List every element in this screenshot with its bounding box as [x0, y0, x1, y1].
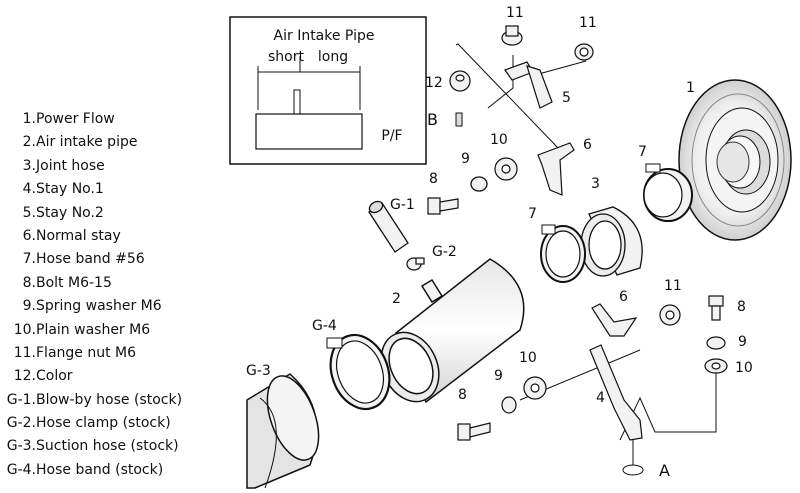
- plain-washer-lower: [523, 376, 547, 400]
- parts-legend: 1.Power Flow 2.Air intake pipe 3.Joint h…: [0, 108, 190, 482]
- callout-7-upper: 7: [638, 144, 647, 160]
- callout-10-lower: 10: [519, 350, 537, 366]
- callout-9-right: 9: [738, 334, 747, 350]
- flange-nut-right: [574, 43, 594, 61]
- flange-nut-lower: [659, 304, 681, 326]
- callout-10-right: 10: [735, 360, 753, 376]
- legend-item: 7.Hose band #56: [22, 251, 145, 268]
- callout-5: 5: [562, 90, 571, 106]
- inset-title: Air Intake Pipe: [274, 28, 375, 44]
- callout-10-upper: 10: [490, 132, 508, 148]
- callout-3: 3: [591, 176, 600, 192]
- blow-by-hose: [368, 200, 409, 253]
- spring-washer-lower: [501, 396, 517, 414]
- callout-12: 12: [425, 75, 443, 91]
- stay-no2: [504, 61, 553, 109]
- legend-item: 10.Plain washer M6: [13, 321, 151, 338]
- callout-2: 2: [392, 291, 401, 307]
- inset-short-label: short: [268, 49, 304, 65]
- callout-6-lower: 6: [619, 289, 628, 305]
- bolt-lower: [457, 422, 491, 441]
- plain-washer-right: [704, 358, 728, 374]
- callout-g1: G-1: [390, 197, 415, 213]
- callout-4: 4: [596, 390, 605, 406]
- callout-7-lower: 7: [528, 206, 537, 222]
- pipe-length-inset: Air Intake Pipe short long P/F: [229, 16, 427, 165]
- callout-8-lower: 8: [458, 387, 467, 403]
- legend-item: G-1.Blow-by hose (stock): [6, 391, 183, 408]
- legend-item: 1.Power Flow: [22, 111, 115, 127]
- collar: [449, 70, 471, 92]
- legend-item: G-3.Suction hose (stock): [6, 438, 179, 455]
- plain-washer-upper: [494, 157, 518, 181]
- bolt-upper: [427, 197, 459, 215]
- legend-item: G-4.Hose band (stock): [6, 461, 164, 478]
- callout-8-right: 8: [737, 299, 746, 315]
- callout-6-upper: 6: [583, 137, 592, 153]
- legend-item: G-2.Hose clamp (stock): [6, 415, 171, 432]
- callout-11-right: 11: [579, 15, 597, 31]
- normal-stay-upper: [537, 142, 575, 196]
- legend-item: 2.Air intake pipe: [22, 134, 138, 151]
- mount-point-a: [622, 464, 644, 476]
- inset-pf-label: P/F: [381, 128, 402, 144]
- hose-band-middle: [540, 224, 586, 283]
- callout-g3: G-3: [246, 363, 271, 379]
- callout-g4: G-4: [312, 318, 337, 334]
- hose-band-stock: [326, 333, 391, 411]
- flange-nut-top: [501, 25, 523, 46]
- legend-item: 3.Joint hose: [22, 157, 105, 174]
- air-intake-pipe: [380, 258, 525, 404]
- spring-washer-upper: [470, 176, 488, 192]
- hose-band-upper: [643, 163, 693, 222]
- legend-item: 8.Bolt M6-15: [22, 274, 112, 291]
- callout-b: B: [427, 110, 438, 129]
- callout-11-lower: 11: [664, 278, 682, 294]
- legend-item: 12.Color: [13, 368, 73, 385]
- legend-item: 11.Flange nut M6: [13, 344, 137, 361]
- legend-item: 6.Normal stay: [22, 227, 121, 244]
- hose-clamp-stock: [406, 257, 425, 271]
- callout-9-upper: 9: [461, 151, 470, 167]
- legend-item: 5.Stay No.2: [22, 204, 104, 221]
- stay-no1: [589, 344, 643, 441]
- suction-hose: [246, 373, 320, 489]
- callout-11-top: 11: [506, 5, 524, 21]
- bolt-right: [708, 295, 724, 321]
- legend-item: 4.Stay No.1: [22, 181, 104, 198]
- callout-1: 1: [686, 80, 695, 96]
- spring-washer-right: [706, 336, 726, 350]
- callout-g2: G-2: [432, 244, 457, 260]
- joint-hose: [580, 206, 643, 277]
- normal-stay-lower: [591, 303, 638, 337]
- stud-b: [455, 112, 463, 127]
- inset-long-label: long: [318, 49, 348, 65]
- callout-9-lower: 9: [494, 368, 503, 384]
- legend-item: 9.Spring washer M6: [22, 298, 162, 315]
- power-flow-filter: [678, 79, 792, 241]
- callout-a: A: [659, 461, 670, 480]
- callout-8-upper: 8: [429, 171, 438, 187]
